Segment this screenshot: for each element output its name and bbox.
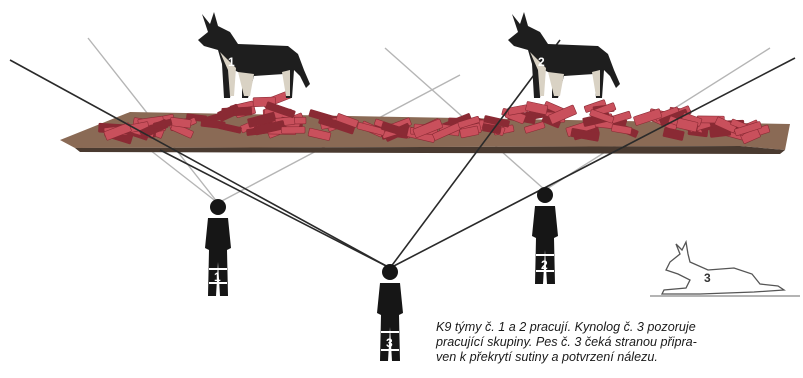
brick [589,109,615,124]
dog-2: 2 [508,12,620,98]
handler-3-number: 3 [386,336,393,350]
brick [200,119,226,130]
brick [459,125,480,139]
brick [356,122,386,136]
handler-2-number: 2 [541,258,548,272]
brick-pieces [98,90,771,145]
sight-lines-dark [9,39,796,269]
brick [380,121,408,137]
handler-1-number: 1 [214,270,221,284]
dog-1: 1 [198,12,310,98]
brick [335,113,359,128]
brick [265,101,296,119]
caption-line-3: ven k překrytí sutiny a potvrzení nálezu… [436,350,658,364]
brick [254,120,286,136]
dog-1-number: 1 [228,55,235,69]
dog-3-outline: 3 [650,239,800,297]
handler-1: 1 [205,199,231,296]
brick [232,106,253,117]
brick [412,118,444,138]
handler-2: 2 [532,187,558,284]
brick [281,126,306,134]
rubble-pile [60,90,790,154]
handler-3: 3 [377,264,403,361]
brick [734,121,762,137]
brick [457,115,481,129]
brick [524,121,546,134]
brick [662,127,685,141]
caption-line-1: K9 týmy č. 1 a 2 pracují. Kynolog č. 3 p… [436,320,696,334]
brick [525,101,549,115]
brick [570,127,600,142]
brick [548,104,577,125]
brick [153,118,173,130]
caption-line-2: pracující skupiny. Pes č. 3 čeká stranou… [436,335,697,349]
caption: K9 týmy č. 1 a 2 pracují. Kynolog č. 3 p… [436,320,801,365]
brick [103,122,132,141]
brick [676,117,699,133]
brick [611,124,633,135]
slab-shadow [75,146,785,154]
brick [247,111,277,128]
dog-2-number: 2 [538,55,545,69]
dog-3-number: 3 [704,271,711,285]
brick [633,108,663,126]
brick [307,127,332,141]
